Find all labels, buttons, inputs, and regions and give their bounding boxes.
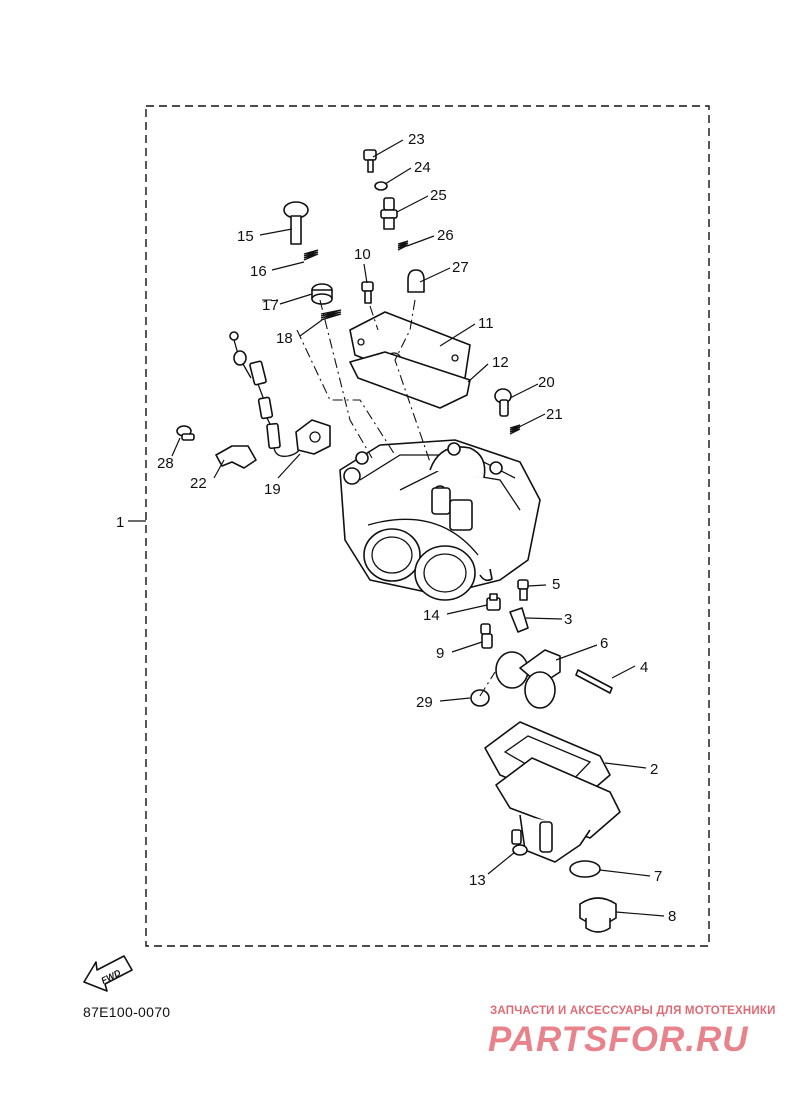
callout-27: 27 [452,259,469,276]
callout-6: 6 [600,635,608,652]
callout-11: 11 [478,315,494,332]
bracket-22 [215,445,257,469]
drain-plug-8 [579,897,617,933]
needle-valve-3 [509,607,529,633]
jet-14 [486,593,501,611]
watermark-tagline: ЗАПЧАСТИ И АКСЕССУАРЫ ДЛЯ МОТОТЕХНИКИ [490,1005,776,1017]
callout-13: 13 [469,872,486,889]
spring-21 [509,424,521,435]
screw-20 [494,388,512,417]
callout-2: 2 [650,761,658,778]
callout-1: 1 [116,514,124,531]
screw-15 [283,201,309,245]
pilot-screw-9 [480,623,493,649]
callout-leaders [171,139,665,917]
spring-26 [397,240,409,251]
plug-29 [470,689,490,707]
callout-28: 28 [157,455,174,472]
drawing-code: 87E100-0070 [83,1004,171,1020]
callout-15: 15 [237,228,254,245]
screw-10 [361,281,374,304]
callout-21: 21 [546,406,563,423]
callout-17: 17 [262,297,279,314]
alignment-lines [262,299,496,697]
cap-17 [311,283,333,305]
callout-20: 20 [538,374,555,391]
callout-12: 12 [492,354,509,371]
callout-29: 29 [416,694,433,711]
callout-8: 8 [668,908,676,925]
callout-18: 18 [276,330,293,347]
callout-23: 23 [408,131,425,148]
callout-26: 26 [437,227,454,244]
callout-19: 19 [264,481,281,498]
wire-harness-19 [229,331,331,457]
nipple-25 [380,197,398,230]
carburetor-body [339,439,541,601]
callout-16: 16 [250,263,267,280]
callout-4: 4 [640,659,648,676]
top-cover [349,311,471,409]
pin-4 [575,669,613,694]
spring-18 [320,309,342,321]
callout-9: 9 [436,645,444,662]
o-ring-7 [569,860,601,878]
callout-labels: 1 2 3 4 5 6 7 8 9 10 11 12 13 14 15 16 1… [116,131,676,925]
callout-10: 10 [354,246,371,263]
assembly-boundary [145,105,710,947]
float-chamber [484,721,621,863]
washer-24 [374,181,388,191]
callout-24: 24 [414,159,431,176]
jet-5 [517,579,529,601]
fwd-arrow-icon: FWD [83,955,133,992]
watermark-logo: PARTSFOR.RU [488,1020,749,1059]
screw-23 [363,149,377,173]
callout-25: 25 [430,187,447,204]
spring-16 [303,249,319,261]
screw-28 [176,425,195,441]
callout-7: 7 [654,868,662,885]
screw-13 [511,829,528,856]
callout-14: 14 [423,607,440,624]
callout-22: 22 [190,475,207,492]
callout-5: 5 [552,576,560,593]
callout-3: 3 [564,611,572,628]
float-6 [495,649,561,709]
